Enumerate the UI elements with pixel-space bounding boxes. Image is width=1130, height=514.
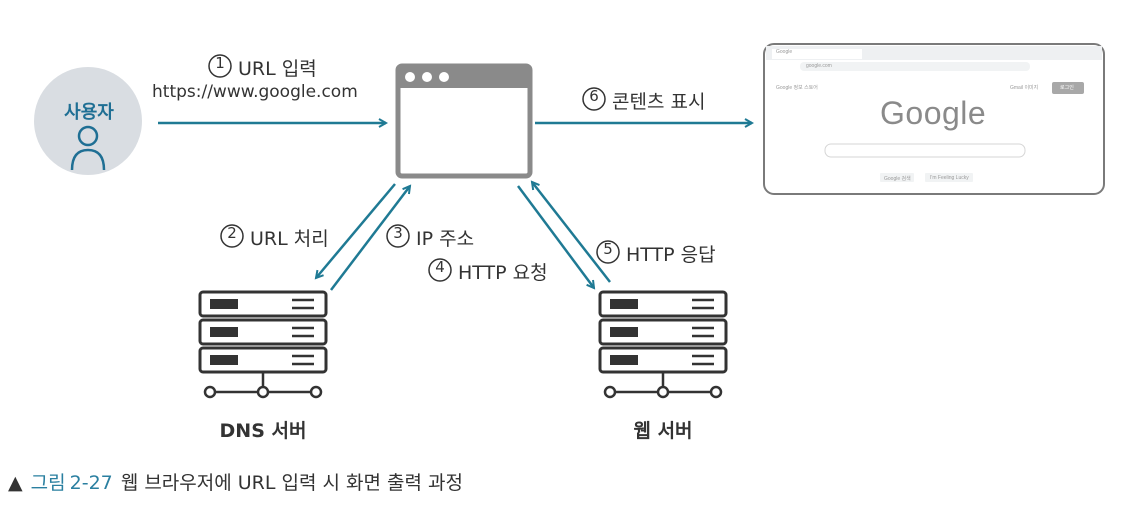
user-node (34, 67, 142, 175)
step4-number: 4 (435, 258, 445, 276)
screenshot-top-right-links: Gmail 이미지 (1010, 85, 1039, 91)
step2-number: 2 (227, 224, 237, 242)
step5-label: HTTP 응답 (626, 244, 716, 266)
step1-url: https://www.google.com (152, 82, 358, 102)
screenshot-lucky-button: I'm Feeling Lucky (930, 175, 969, 181)
screenshot-address: google.com (806, 63, 832, 69)
screenshot-login-button: 로그인 (1060, 85, 1074, 91)
arrow-http-response (532, 182, 611, 283)
google-logo: Google (880, 95, 987, 131)
step6-label: 콘텐츠 표시 (612, 91, 706, 113)
step3-number: 3 (393, 224, 403, 242)
caption-prefix: 그림 (30, 472, 66, 494)
person-icon (70, 125, 106, 171)
screenshot-top-left-links: Google 정보 스토어 (776, 85, 818, 91)
step5-number: 5 (603, 240, 613, 258)
caption-number: 2-27 (69, 472, 113, 494)
browser-window-icon (395, 63, 533, 179)
screenshot-search-button: Google 검색 (884, 176, 911, 182)
dns-server-icon (198, 290, 328, 399)
web-server-label: 웹 서버 (633, 420, 693, 442)
caption-text: 웹 브라우저에 URL 입력 시 화면 출력 과정 (120, 472, 463, 494)
caption-marker: ▲ (8, 472, 23, 494)
step4-label: HTTP 요청 (458, 262, 548, 284)
step2-label: URL 처리 (250, 228, 329, 250)
screenshot-tab-title: Google (776, 49, 793, 55)
step3-label: IP 주소 (416, 228, 475, 250)
arrow-http-request (516, 185, 594, 288)
arrow-url-processing (316, 183, 396, 278)
step1-label: URL 입력 (238, 58, 317, 80)
step1-number: 1 (215, 54, 225, 72)
step6-number: 6 (589, 87, 599, 105)
user-label: 사용자 (64, 102, 114, 123)
google-screenshot (763, 43, 1105, 195)
step-number-rings (208, 54, 620, 282)
user-circle (34, 67, 142, 175)
arrow-ip-address (330, 186, 410, 291)
dns-server-label: DNS 서버 (219, 420, 307, 442)
web-server-icon (598, 290, 728, 399)
